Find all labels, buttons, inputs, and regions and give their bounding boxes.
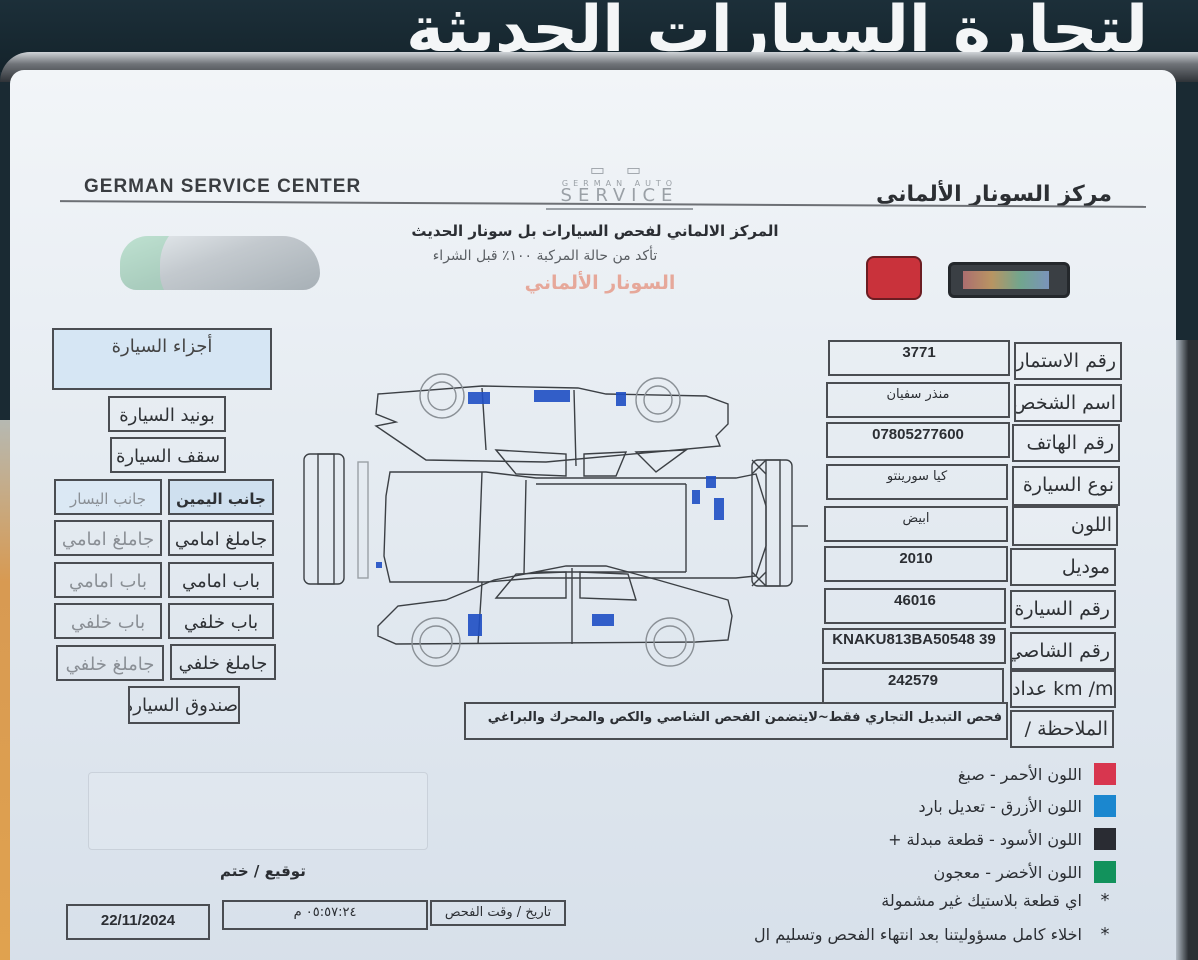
- part-right-rear-door: باب خلفي: [168, 603, 274, 639]
- value-chassis-number: KNAKU813BA50548 39: [822, 628, 1006, 664]
- time-value: ٠٥:٥٧:٢٤ م: [222, 900, 428, 930]
- obd-scanner-icon: [866, 256, 922, 300]
- part-left-rear-fender: جاملغ خلفي: [56, 645, 164, 681]
- label-color: اللون: [1012, 506, 1118, 546]
- legend-blue-text: اللون الأزرق - تعديل بارد: [918, 796, 1082, 816]
- faded-stamp: [88, 772, 428, 850]
- value-plate-number: 46016: [824, 588, 1006, 624]
- subtitle-center: المركز الالماني لفحص السيارات بل سونار ا…: [411, 222, 779, 240]
- signature-label: توقيع / ختم: [220, 862, 306, 880]
- parts-title: أجزاء السيارة: [52, 328, 272, 390]
- date-value: 22/11/2024: [66, 904, 210, 940]
- value-odometer: 242579: [822, 668, 1004, 704]
- logo-small-text: GERMAN AUTO: [561, 179, 678, 188]
- value-color: ابيض: [824, 506, 1008, 542]
- part-right-front-door: باب امامي: [168, 562, 274, 598]
- right-side-header: جانب اليمين: [168, 479, 274, 515]
- label-note: الملاحظة /: [1010, 710, 1114, 748]
- subtitle-slogan: تأكد من حالة المركبة ١٠٠٪ قبل الشراء: [432, 248, 658, 264]
- black-swatch-icon: [1094, 828, 1116, 850]
- label-model: موديل: [1010, 548, 1116, 586]
- label-chassis-number: رقم الشاصي: [1010, 632, 1116, 670]
- car-scan-image: [120, 236, 320, 290]
- green-swatch-icon: [1094, 861, 1116, 883]
- value-form-number: 3771: [828, 340, 1010, 376]
- part-left-front-fender: جاملغ امامي: [54, 520, 162, 556]
- asterisk-icon: *: [1100, 889, 1110, 911]
- legend-note-plastic-text: اي قطعة بلاستيك غير مشمولة: [881, 890, 1082, 910]
- legend-note-liability: * اخلاء كامل مسؤوليتنا بعد انتهاء الفحص …: [754, 922, 1116, 946]
- label-plate-number: رقم السيارة: [1010, 590, 1116, 628]
- legend-black-text: اللون الأسود - قطعة مبدلة +: [888, 829, 1082, 849]
- value-customer-name: منذر سفيان: [826, 382, 1010, 418]
- label-phone: رقم الهاتف: [1012, 424, 1120, 462]
- legend-blue: اللون الأزرق - تعديل بارد: [918, 794, 1116, 818]
- legend-note-plastic: * اي قطعة بلاستيك غير مشمولة: [881, 888, 1116, 912]
- inspection-sheet: [10, 70, 1176, 960]
- sign-text: لتجارة السيارات الحديثة: [406, 0, 1148, 67]
- legend-note-liability-text: اخلاء كامل مسؤوليتنا بعد انتهاء الفحص وت…: [754, 924, 1082, 944]
- label-odometer: عداد km /mil: [1010, 670, 1116, 708]
- left-side-header: جانب اليسار: [54, 479, 162, 515]
- label-form-number: رقم الاستمارة: [1014, 342, 1122, 380]
- logo-underline: [546, 208, 693, 210]
- logo-icon: ▭ ▭: [589, 160, 650, 179]
- company-name-english: GERMAN SERVICE CENTER: [84, 176, 362, 197]
- blue-swatch-icon: [1094, 795, 1116, 817]
- legend-black: اللون الأسود - قطعة مبدلة +: [888, 827, 1116, 851]
- legend-red-text: اللون الأحمر - صبغ: [957, 764, 1082, 784]
- value-car-type: كيا سورينتو: [826, 464, 1008, 500]
- legend-green-text: اللون الأخضر - معجون: [933, 862, 1082, 882]
- part-trunk: صندوق السيارة: [128, 686, 240, 724]
- subtitle-brand: السونار الألماني: [524, 272, 676, 294]
- diagnostic-tablet-icon: [948, 262, 1070, 298]
- part-left-rear-door: باب خلفي: [54, 603, 162, 639]
- red-swatch-icon: [1094, 763, 1116, 785]
- legend-green: اللون الأخضر - معجون: [934, 860, 1116, 884]
- company-logo: ▭ ▭ GERMAN AUTO SERVICE: [542, 160, 697, 210]
- part-right-front-fender: جاملغ امامي: [168, 520, 274, 556]
- value-model: 2010: [824, 546, 1008, 582]
- part-bonnet: بونيد السيارة: [108, 396, 226, 432]
- date-time-label: تاريخ / وقت الفحص: [430, 900, 566, 926]
- label-customer-name: اسم الشخص: [1014, 384, 1122, 422]
- part-roof: سقف السيارة: [110, 437, 226, 473]
- legend-red: اللون الأحمر - صبغ: [958, 762, 1116, 786]
- value-phone: 07805277600: [826, 422, 1010, 458]
- asterisk-icon: *: [1100, 923, 1110, 945]
- value-note: فحص التبديل التجاري فقط~لايتضمن الفحص ال…: [464, 702, 1008, 740]
- company-name-arabic: مركز السونار الألماني: [876, 182, 1112, 207]
- label-car-type: نوع السيارة: [1012, 466, 1120, 506]
- car-damage-diagram: [303, 373, 808, 667]
- part-left-front-door: باب امامي: [54, 562, 162, 598]
- background-edge: [1174, 340, 1198, 960]
- part-right-rear-fender: جاملغ خلفي: [170, 644, 276, 680]
- logo-big-text: SERVICE: [560, 185, 679, 206]
